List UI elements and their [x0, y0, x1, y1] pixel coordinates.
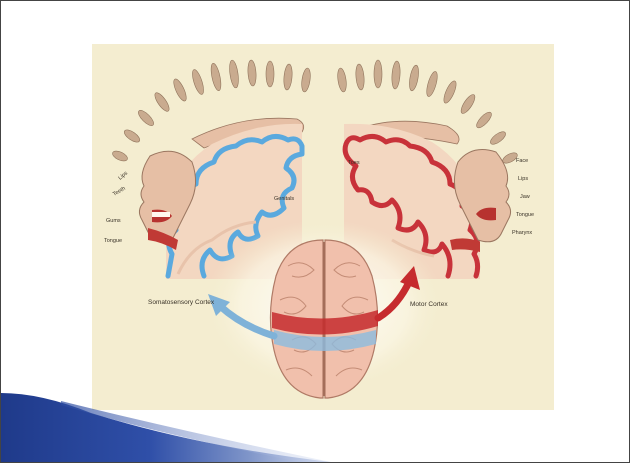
slide: Somatosensory Cortex Motor Cortex Genita… [0, 0, 630, 463]
slide-corner-swoosh [1, 1, 629, 462]
